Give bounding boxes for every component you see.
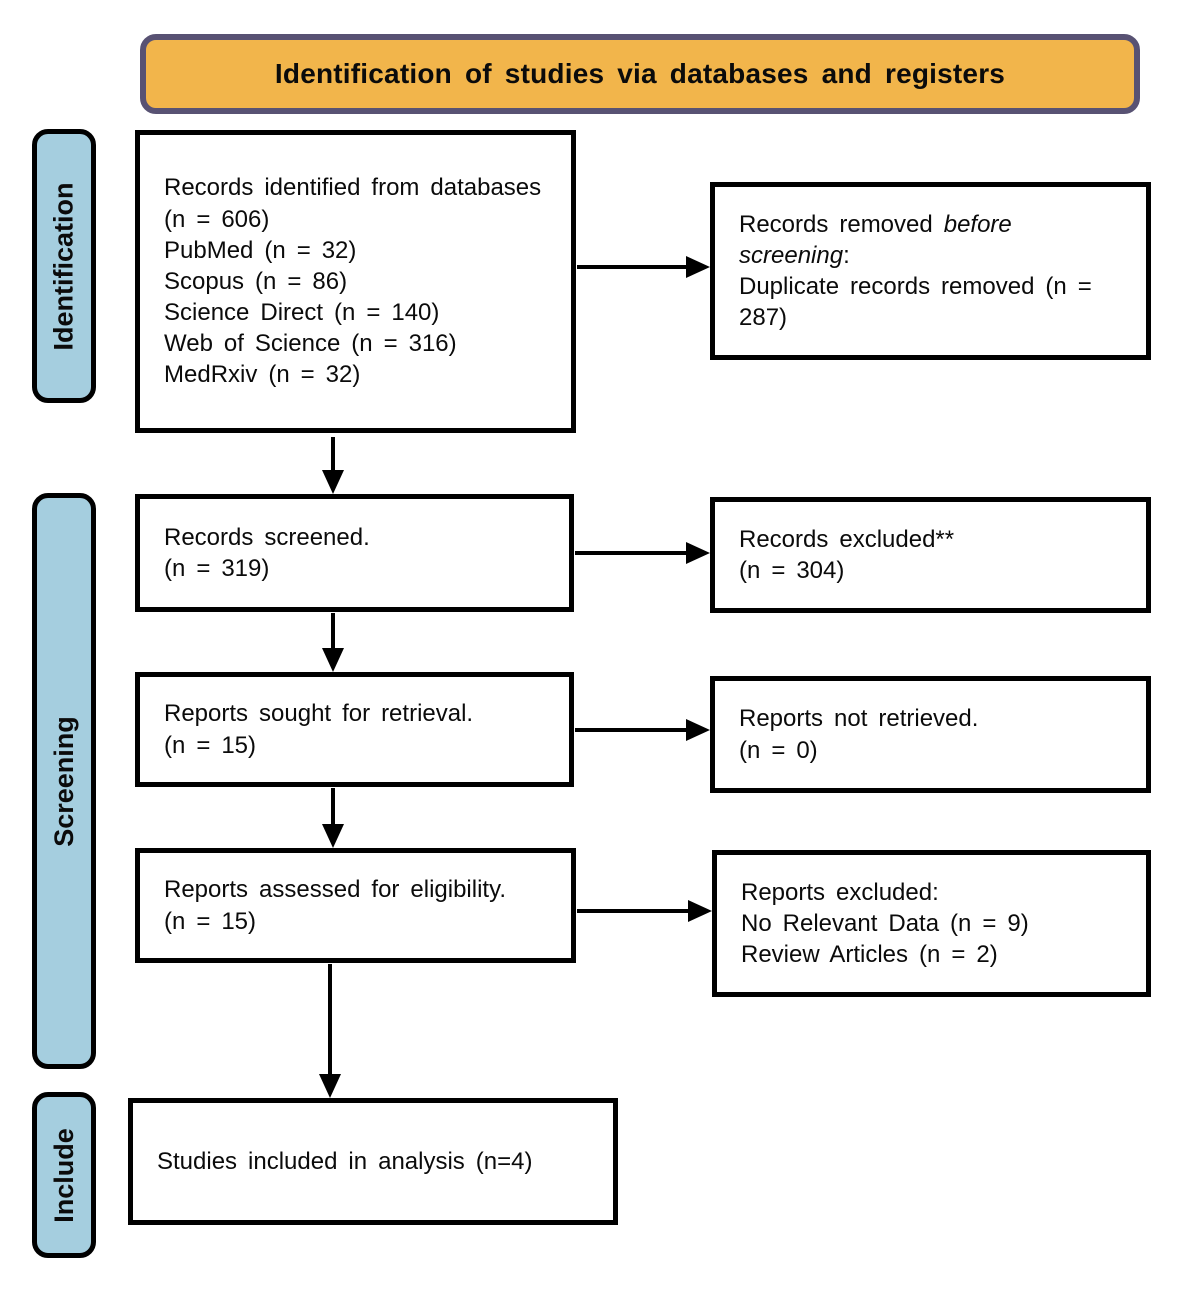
box-reports-excluded: Reports excluded: No Relevant Data (n = …: [712, 850, 1151, 997]
records-excluded-count: (n = 304): [739, 557, 845, 584]
arrow-sought-to-assessed: [322, 788, 344, 848]
arrow-identified-to-removed: [577, 256, 710, 278]
records-identified-sciencedirect: Science Direct (n = 140): [164, 299, 440, 327]
records-screened-line: Records screened.: [164, 523, 370, 551]
reports-not-retrieved-count: (n = 0): [739, 736, 818, 764]
arrow-screened-to-excluded: [575, 542, 710, 564]
records-screened-count: (n = 319): [164, 555, 270, 582]
stage-identification-label: Identification: [48, 182, 79, 350]
records-identified-medrxiv: MedRxiv (n = 32): [164, 361, 361, 389]
arrow-identified-to-screened: [322, 437, 344, 494]
records-removed-suffix: :: [843, 241, 850, 269]
stage-include: Include: [32, 1092, 96, 1258]
reports-excluded-review-articles: Review Articles (n = 2): [741, 941, 998, 969]
reports-not-retrieved-line: Reports not retrieved.: [739, 705, 979, 733]
arrow-assessed-to-reports-excluded: [577, 900, 712, 922]
stage-screening: Screening: [32, 493, 96, 1069]
records-identified-scopus: Scopus (n = 86): [164, 267, 348, 295]
title-banner: Identification of studies via databases …: [140, 34, 1140, 114]
box-reports-not-retrieved: Reports not retrieved. (n = 0): [710, 676, 1151, 793]
records-removed-prefix: Records removed: [739, 210, 944, 238]
records-identified-line: Records identified from databases (n = 6…: [164, 174, 542, 233]
records-identified-pubmed: PubMed (n = 32): [164, 236, 357, 264]
reports-sought-line: Reports sought for retrieval.: [164, 700, 474, 728]
box-records-excluded: Records excluded** (n = 304): [710, 497, 1151, 613]
records-identified-webofscience: Web of Science (n = 316): [164, 330, 457, 358]
reports-excluded-line: Reports excluded:: [741, 878, 939, 906]
studies-included-line: Studies included in analysis (n=4): [157, 1147, 533, 1175]
box-reports-assessed: Reports assessed for eligibility. (n = 1…: [135, 848, 576, 963]
arrow-sought-to-not-retrieved: [575, 719, 710, 741]
box-records-removed: Records removed before screening: Duplic…: [710, 182, 1151, 360]
stage-identification: Identification: [32, 129, 96, 403]
reports-excluded-no-relevant-data: No Relevant Data (n = 9): [741, 909, 1029, 937]
reports-sought-count: (n = 15): [164, 731, 257, 759]
records-excluded-line: Records excluded**: [739, 525, 955, 553]
records-removed-line: Records removed before screening:: [739, 209, 1122, 271]
box-studies-included: Studies included in analysis (n=4): [128, 1098, 618, 1225]
records-removed-duplicates: Duplicate records removed (n = 287): [739, 273, 1092, 332]
records-removed-italic: before screening: [739, 210, 1012, 269]
arrow-screened-to-sought: [322, 613, 344, 672]
stage-screening-label: Screening: [48, 715, 79, 847]
box-records-screened: Records screened. (n = 319): [135, 494, 574, 612]
box-records-identified: Records identified from databases (n = 6…: [135, 130, 576, 433]
arrow-assessed-to-included: [319, 964, 341, 1098]
reports-assessed-line: Reports assessed for eligibility.: [164, 876, 506, 904]
diagram-title: Identification of studies via databases …: [274, 58, 1006, 89]
box-reports-sought: Reports sought for retrieval. (n = 15): [135, 672, 574, 787]
stage-include-label: Include: [48, 1127, 79, 1223]
reports-assessed-count: (n = 15): [164, 907, 257, 935]
